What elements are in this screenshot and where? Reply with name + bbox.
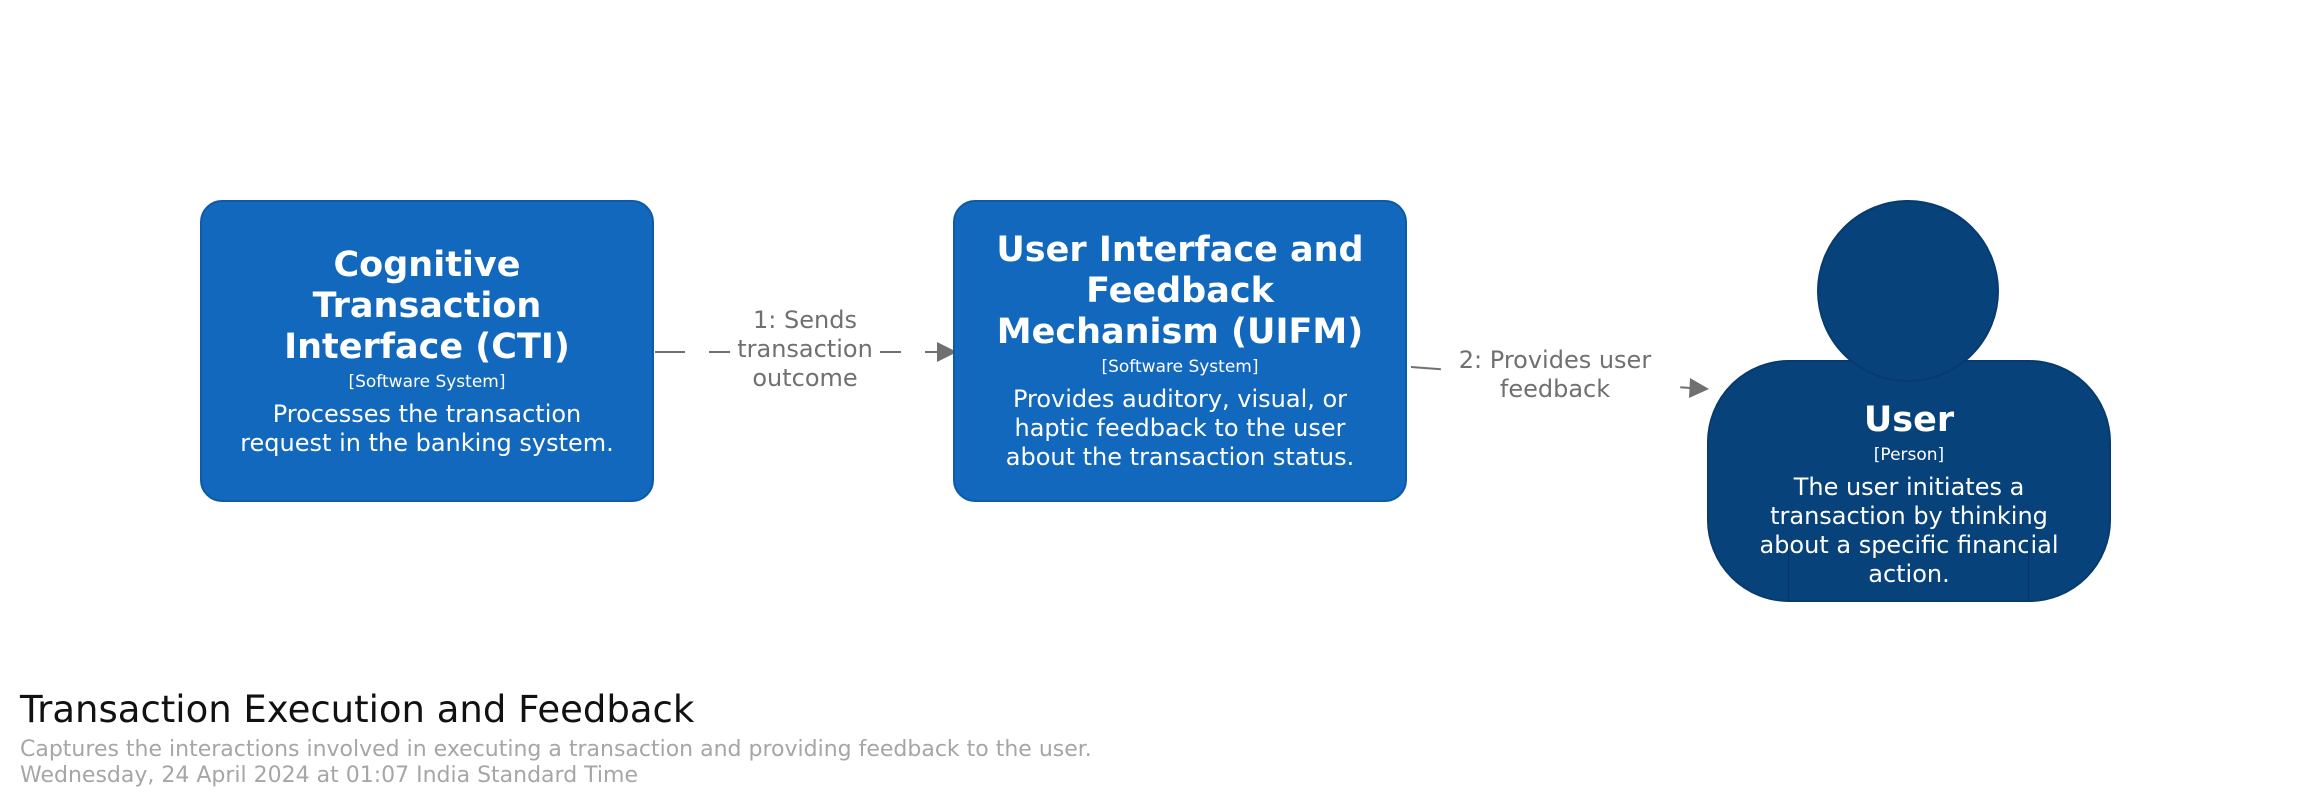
user-person-body: User [Person] The user initiates a trans… — [1707, 360, 2111, 602]
cti-description: Processes the transaction request in the… — [240, 399, 614, 457]
uifm-type: [Software System] — [1101, 357, 1259, 377]
relationship-1-arrow — [655, 342, 957, 362]
diagram-timestamp: Wednesday, 24 April 2024 at 01:07 India … — [20, 763, 638, 788]
uifm-software-system: User Interface and Feedback Mechanism (U… — [953, 200, 1407, 502]
user-right-arm-line — [2028, 540, 2029, 602]
relationship-1-label: 1: Sends transaction outcome — [730, 306, 880, 393]
uifm-name: User Interface and Feedback Mechanism (U… — [996, 230, 1364, 352]
user-left-arm-line — [1788, 540, 1789, 602]
cti-type: [Software System] — [348, 371, 506, 392]
user-name: User — [1863, 400, 1955, 440]
relationship-2-label: 2: Provides user feedback — [1450, 346, 1660, 404]
user-type: [Person] — [1873, 445, 1945, 465]
cti-software-system: Cognitive Transaction Interface (CTI) [S… — [200, 200, 654, 502]
uifm-description: Provides auditory, visual, or haptic fee… — [1005, 385, 1355, 471]
cti-name: Cognitive Transaction Interface (CTI) — [284, 244, 570, 367]
diagram-description: Captures the interactions involved in ex… — [20, 737, 1092, 762]
diagram-title: Transaction Execution and Feedback — [20, 688, 695, 731]
user-description: The user initiates a transaction by thin… — [1759, 473, 2059, 588]
user-person-head — [1817, 200, 1999, 382]
